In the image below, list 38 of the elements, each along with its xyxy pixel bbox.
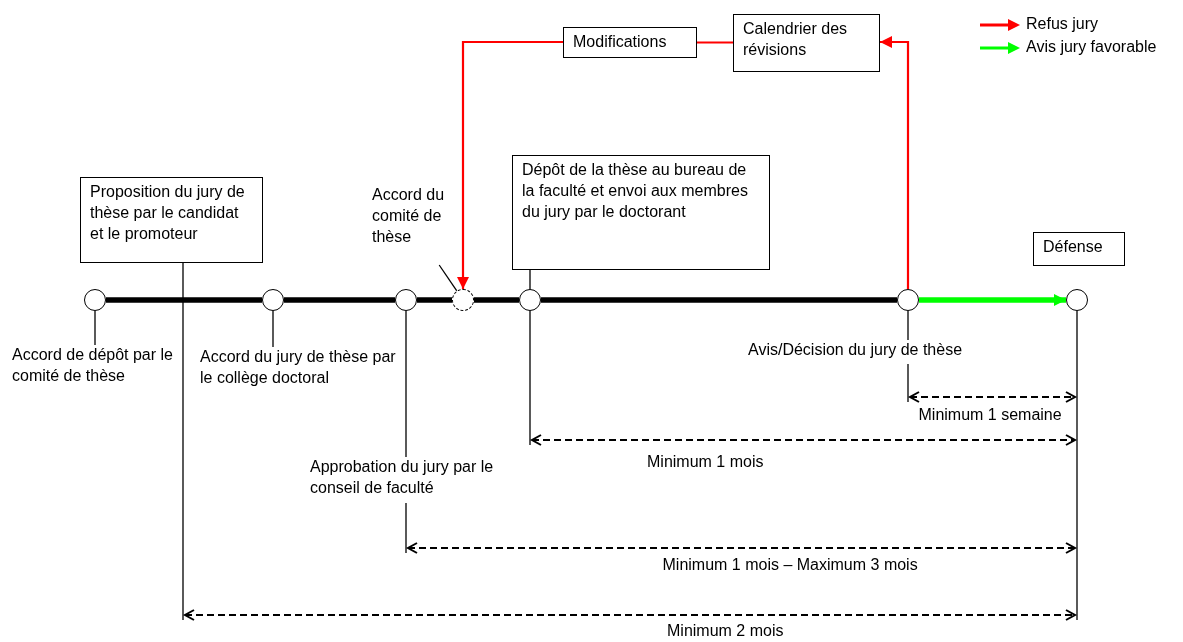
timeline-label: Accord du comité de thèse xyxy=(372,185,452,265)
step-box: Dépôt de la thèse au bureau de la faculté et envoi aux membres du jury par le doctorant xyxy=(512,155,770,270)
connector-line xyxy=(697,41,733,44)
arrow xyxy=(457,40,563,289)
legend-label: Refus jury xyxy=(1026,15,1099,33)
legend-label: Avis jury favorable xyxy=(1026,38,1157,56)
step-box: Défense xyxy=(1033,232,1125,266)
milestone-circle xyxy=(1066,289,1088,311)
timeline-label: Accord de dépôt par le comité de thèse xyxy=(12,345,177,389)
leader-line xyxy=(907,310,909,341)
arrow xyxy=(919,294,1066,306)
duration-label: Minimum 2 mois xyxy=(667,622,784,640)
leader-line xyxy=(529,269,531,290)
milestone-circle xyxy=(519,289,541,311)
timeline-segment xyxy=(541,297,897,303)
duration-label: Minimum 1 mois – Maximum 3 mois xyxy=(662,556,918,574)
step-box: Proposition du jury de thèse par le candidat et le promoteur xyxy=(80,177,263,263)
milestone-circle xyxy=(897,289,919,311)
milestone-circle xyxy=(262,289,284,311)
timeline-label: Accord du jury de thèse par le collège doctoral xyxy=(200,347,400,391)
leader-line xyxy=(405,310,407,458)
milestone-circle xyxy=(452,289,474,311)
leader-line xyxy=(272,310,274,348)
leader-line xyxy=(438,264,458,292)
timeline-segment xyxy=(284,297,395,303)
duration-label: Minimum 1 semaine xyxy=(918,406,1062,424)
arrow xyxy=(880,36,910,289)
step-box: Calendrier des révisions xyxy=(733,14,880,72)
leader-line xyxy=(94,310,96,346)
milestone-circle xyxy=(84,289,106,311)
timeline-label: Avis/Décision du jury de thèse xyxy=(748,340,998,362)
timeline-segment xyxy=(474,297,519,303)
timeline-label: Approbation du jury par le conseil de faculté xyxy=(310,457,510,501)
step-box: Modifications xyxy=(563,27,697,58)
milestone-circle xyxy=(395,289,417,311)
timeline-segment xyxy=(417,297,452,303)
timeline-segment xyxy=(106,297,262,303)
duration-label: Minimum 1 mois xyxy=(647,453,764,471)
